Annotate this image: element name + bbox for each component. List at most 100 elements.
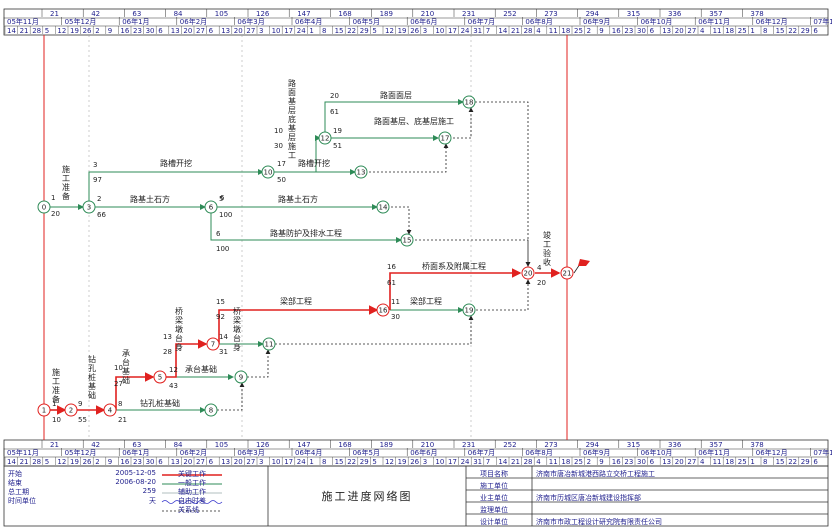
date-label: 26 (410, 27, 419, 35)
date-label: 31 (473, 458, 482, 466)
activity-label: 承台基础 (122, 349, 130, 385)
node-number: 14 (379, 204, 388, 212)
date-label: 24 (297, 458, 306, 466)
node-19: 19 (462, 303, 476, 317)
month-label: 06年8月 (525, 448, 552, 457)
day-tick-label: 84 (174, 441, 183, 449)
date-label: 23 (133, 458, 142, 466)
activity-start-time: 10 (274, 127, 283, 135)
date-label: 20 (234, 458, 243, 466)
date-label: 26 (83, 458, 92, 466)
date-label: 24 (297, 27, 306, 35)
month-label: 06年2月 (180, 448, 207, 457)
activity-label: 竣工验收 (543, 230, 551, 267)
node-number: 18 (465, 99, 474, 107)
node-6: 6 (204, 200, 218, 214)
node-number: 13 (357, 169, 366, 177)
date-label: 6 (650, 27, 655, 35)
date-label: 6 (209, 458, 214, 466)
activity-duration: 66 (97, 211, 106, 219)
activity-duration: 61 (330, 108, 339, 116)
date-label: 18 (725, 458, 734, 466)
date-label: 2 (587, 27, 591, 35)
owner-label: 业主单位 (480, 494, 508, 502)
node-number: 17 (441, 135, 450, 143)
activity-duration: 31 (219, 348, 228, 356)
date-label: 11 (713, 27, 722, 35)
activity-start-time: 8 (118, 400, 122, 408)
date-label: 7 (486, 458, 490, 466)
node-number: 5 (158, 374, 162, 382)
node-21: 21 (560, 266, 574, 280)
day-tick-label: 315 (627, 10, 640, 18)
node-2: 2 (64, 403, 78, 417)
date-label: 11 (713, 458, 722, 466)
month-label: 07年1 (813, 448, 832, 457)
month-label: 05年12月 (65, 17, 97, 26)
date-label: 30 (146, 458, 155, 466)
date-label: 13 (662, 27, 671, 35)
node-number: 1 (42, 407, 46, 415)
day-tick-label: 294 (586, 10, 600, 18)
activity-start-time: 12 (169, 366, 178, 374)
day-tick-label: 147 (297, 441, 310, 449)
date-label: 2 (95, 458, 99, 466)
date-label: 17 (284, 27, 293, 35)
day-tick-label: 336 (668, 441, 682, 449)
activity-start-time: 13 (163, 333, 172, 341)
legend-aux-work: 辅助工作 (178, 488, 206, 496)
node-number: 8 (209, 407, 213, 415)
activity-duration: 43 (169, 382, 178, 390)
month-label: 07年1 (813, 17, 832, 26)
date-label: 1 (750, 27, 754, 35)
date-label: 20 (675, 27, 684, 35)
date-label: 29 (360, 27, 369, 35)
date-label: 4 (536, 458, 541, 466)
day-tick-label: 21 (50, 441, 59, 449)
node-1: 1 (37, 403, 51, 417)
date-label: 9 (108, 458, 112, 466)
node-4: 4 (103, 403, 117, 417)
legend-total-value: 259 (142, 487, 156, 495)
date-label: 20 (183, 27, 192, 35)
activity-duration: 10 (52, 416, 61, 424)
activity-duration: 20 (51, 210, 60, 218)
date-label: 23 (624, 458, 633, 466)
day-tick-label: 378 (750, 441, 763, 449)
date-label: 28 (32, 458, 41, 466)
month-label: 05年11月 (7, 448, 39, 457)
date-label: 5 (45, 458, 49, 466)
legend-end-value: 2006-08-20 (115, 478, 156, 486)
node-number: 2 (69, 407, 73, 415)
month-label: 06年7月 (468, 17, 495, 26)
activity-duration: 55 (78, 416, 87, 424)
date-label: 11 (549, 27, 558, 35)
legend-unit-label: 时间单位 (8, 497, 36, 505)
date-label: 7 (486, 27, 490, 35)
date-label: 18 (561, 458, 570, 466)
activity-start-time: 11 (391, 298, 400, 306)
activity-duration: 92 (216, 313, 225, 321)
legend-relation: 关系线 (178, 506, 199, 514)
month-label: 06年4月 (295, 448, 322, 457)
node-number: 7 (211, 341, 215, 349)
date-label: 28 (32, 27, 41, 35)
date-label: 10 (435, 27, 444, 35)
date-label: 1 (750, 458, 754, 466)
date-label: 13 (221, 27, 230, 35)
activity-label: 路槽开挖 (298, 158, 330, 168)
legend-end-label: 结束 (8, 479, 22, 487)
activity-20: 6 (220, 194, 225, 202)
date-label: 29 (801, 27, 810, 35)
date-label: 24 (461, 27, 470, 35)
